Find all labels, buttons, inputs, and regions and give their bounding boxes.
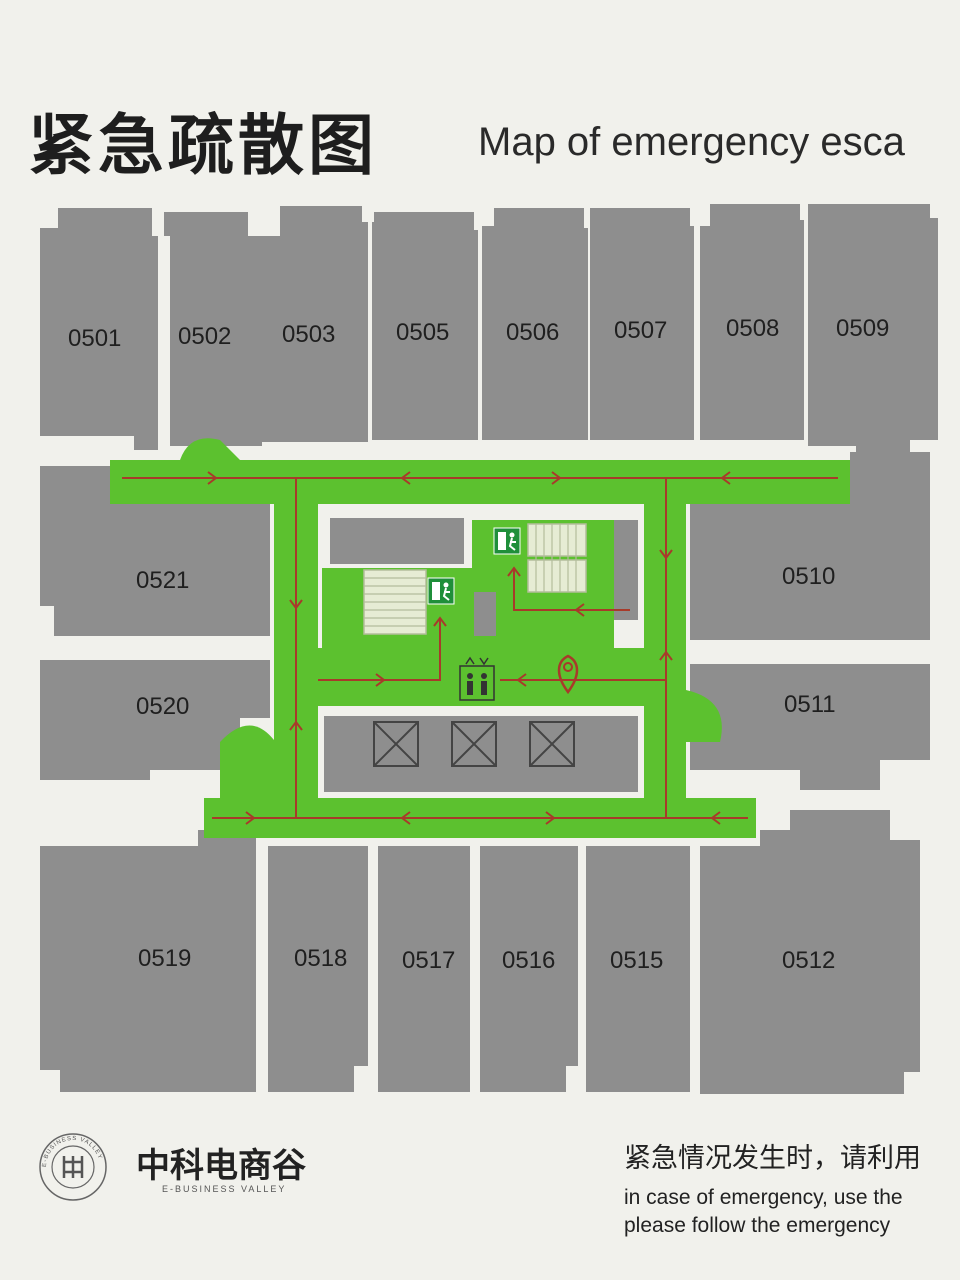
- elevator-shafts: [373, 721, 575, 767]
- you-are-here-icon: [557, 654, 579, 695]
- room-label: 0507: [614, 317, 667, 344]
- room-label: 0512: [782, 947, 835, 974]
- instruction-chinese: 紧急情况发生时，请利用: [624, 1143, 921, 1174]
- room-0501: [40, 208, 158, 450]
- room-label: 0521: [136, 567, 189, 594]
- core-room-small: [474, 592, 496, 636]
- room-0521: [40, 466, 270, 636]
- core-room-top: [330, 518, 464, 564]
- instruction-english-line-1: in case of emergency, use the: [624, 1186, 903, 1209]
- rooms-top-row: [40, 204, 938, 456]
- route-arrows: [207, 471, 731, 825]
- evacuation-route: [122, 477, 838, 819]
- core-room-right: [614, 520, 638, 620]
- shaft-icon: [451, 721, 497, 767]
- room-label: 0505: [396, 319, 449, 346]
- core: [324, 518, 638, 792]
- stairs-right-lower: [527, 559, 587, 593]
- floor-plan: 0501 0502 0503 0505 0506 0507 0508 0509 …: [40, 204, 938, 1094]
- room-label: 0517: [402, 947, 455, 974]
- room-0508: [700, 204, 804, 440]
- logo-mark-icon: [62, 1156, 84, 1178]
- room-0512: [700, 810, 920, 1094]
- stairs-right-upper: [527, 523, 587, 557]
- room-0506: [482, 208, 588, 440]
- room-0515: [586, 846, 690, 1092]
- emergency-exit-icon: [493, 527, 521, 555]
- room-label: 0503: [282, 321, 335, 348]
- rooms-side: [40, 452, 930, 790]
- room-label: 0510: [782, 563, 835, 590]
- room-label: 0516: [502, 947, 555, 974]
- room-0511: [690, 664, 930, 790]
- brand-logo: E-BUSINESS VALLEY: [39, 1133, 107, 1201]
- room-0519: [40, 830, 256, 1092]
- door-swing-top: [180, 438, 240, 460]
- room-0520: [40, 660, 270, 780]
- room-label: 0511: [784, 691, 836, 718]
- room-label: 0506: [506, 319, 559, 346]
- room-labels: 0501 0502 0503 0505 0506 0507 0508 0509 …: [68, 315, 889, 974]
- room-0507: [590, 208, 694, 440]
- room-label: 0518: [294, 945, 347, 972]
- room-0503: [262, 206, 368, 442]
- elevator-icon: [459, 656, 495, 701]
- room-0516: [480, 846, 578, 1092]
- door-swing-right: [686, 690, 722, 742]
- room-label: 0501: [68, 325, 121, 352]
- room-label: 0519: [138, 945, 191, 972]
- instruction-english-line-2: please follow the emergency: [624, 1214, 891, 1237]
- shaft-icon: [373, 721, 419, 767]
- room-label: 0520: [136, 693, 189, 720]
- brand-name-chinese: 中科电商谷: [136, 1146, 306, 1186]
- core-bottom: [324, 716, 638, 792]
- title-chinese: 紧急疏散图: [28, 107, 378, 184]
- rooms-bottom-row: [40, 810, 920, 1094]
- room-label: 0515: [610, 947, 663, 974]
- room-label: 0502: [178, 323, 231, 350]
- door-swing-left: [220, 725, 274, 798]
- room-label: 0509: [836, 315, 889, 342]
- room-label: 0508: [726, 315, 779, 342]
- stair-treads: [364, 524, 577, 627]
- room-0518: [268, 846, 368, 1092]
- room-0517: [378, 846, 470, 1092]
- brand-name-english: E-BUSINESS VALLEY: [162, 1184, 287, 1194]
- room-0502: [164, 212, 262, 446]
- room-0509: [808, 204, 938, 456]
- room-0505: [372, 212, 478, 440]
- room-0510: [690, 452, 930, 640]
- shaft-icon: [529, 721, 575, 767]
- title-english: Map of emergency esca: [478, 120, 905, 164]
- corridor-top: [110, 460, 850, 504]
- emergency-exit-icon: [427, 577, 455, 605]
